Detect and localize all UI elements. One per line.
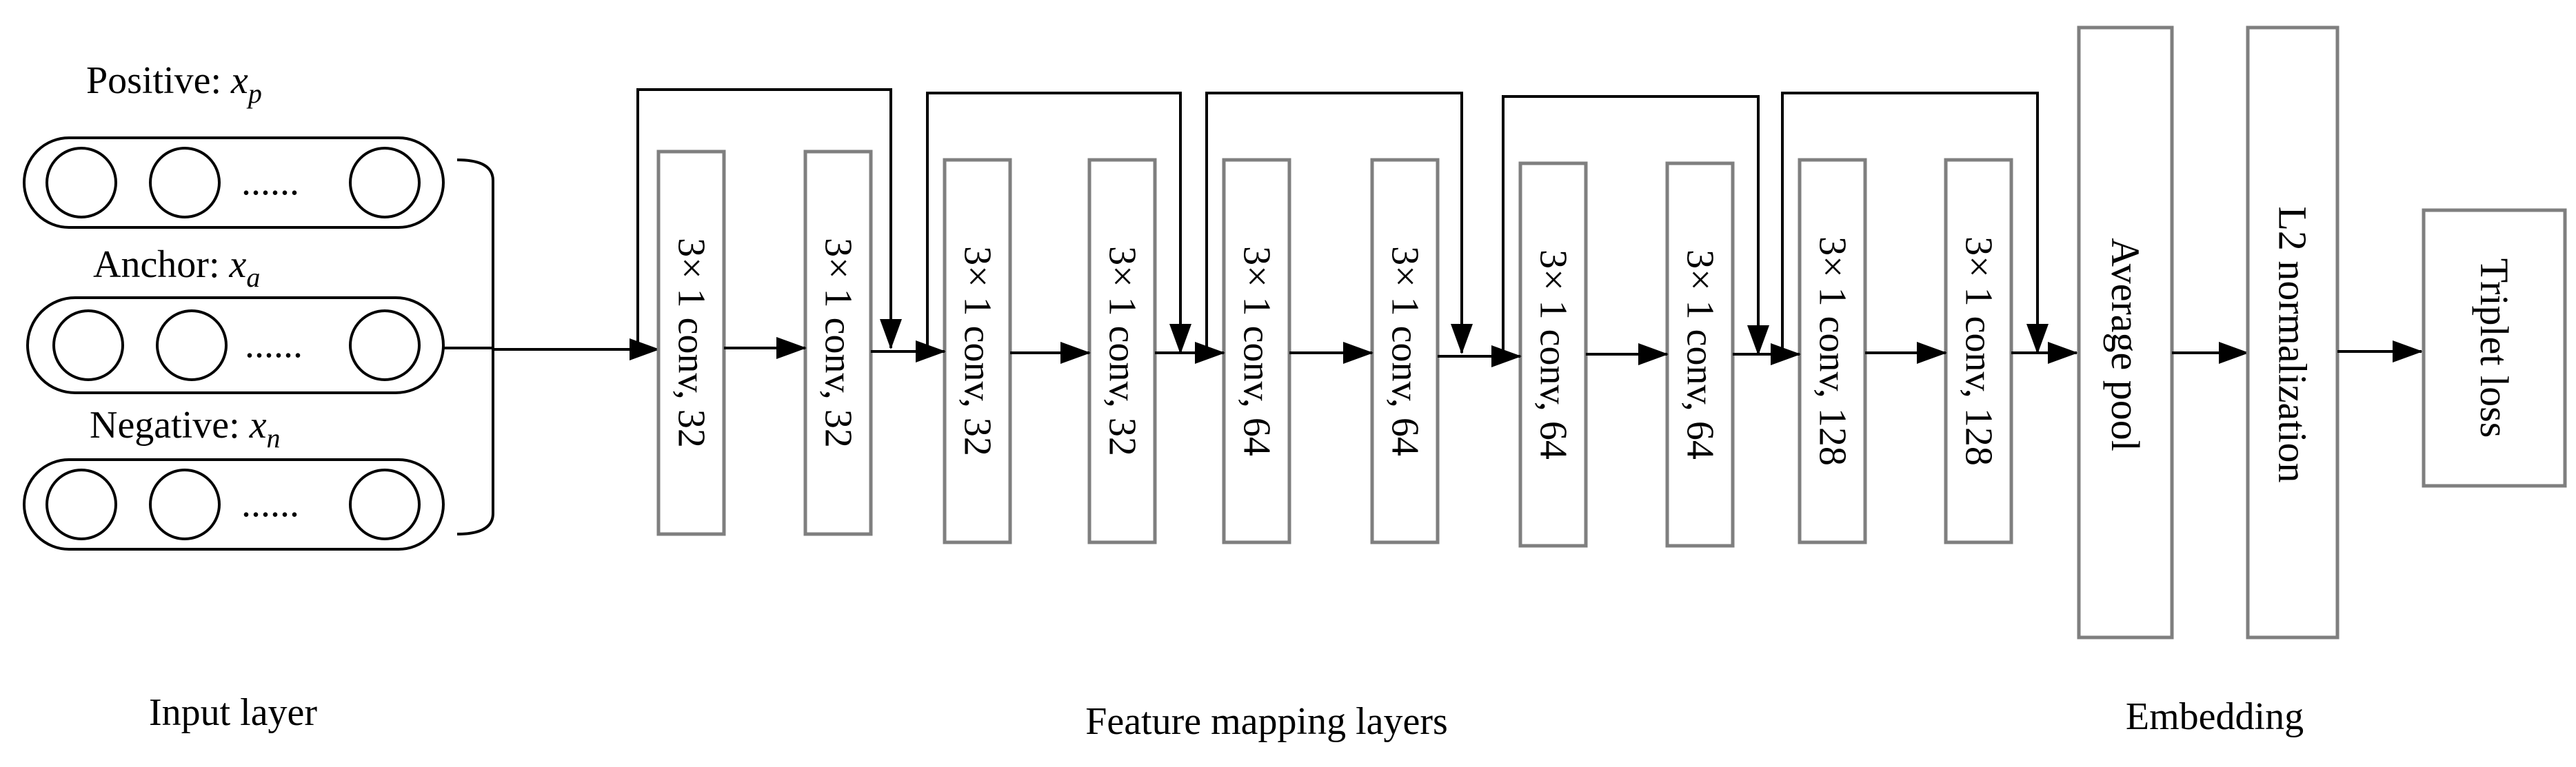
neuron — [156, 309, 228, 381]
ellipsis: ...... — [245, 323, 303, 366]
average-pool-label: Average pool — [2103, 238, 2148, 451]
conv-block-1: 3× 1 conv, 32 — [656, 150, 726, 536]
input-positive: Positive: xp ...... — [23, 59, 445, 229]
input-negative-capsule — [23, 458, 445, 551]
skip-connection-4 — [1502, 95, 1769, 356]
caption-embedding: Embedding — [2126, 695, 2304, 738]
conv-block-7: 3× 1 conv, 64 — [1518, 161, 1588, 548]
ellipsis: ...... — [241, 482, 299, 525]
skip-connection-1 — [636, 88, 902, 349]
conv-block-10: 3× 1 conv, 128 — [1944, 158, 2013, 544]
neuron — [46, 469, 117, 540]
ellipsis: ...... — [241, 161, 299, 203]
conv-block-2: 3× 1 conv, 32 — [803, 150, 873, 536]
caption-input-layer: Input layer — [149, 691, 317, 734]
conv-block-4: 3× 1 conv, 32 — [1087, 158, 1157, 544]
conv-block-3: 3× 1 conv, 32 — [943, 158, 1012, 544]
neuron — [149, 147, 221, 218]
conv-block-8: 3× 1 conv, 64 — [1665, 161, 1735, 548]
conv-label: 3× 1 conv, 32 — [1101, 246, 1144, 456]
neuron — [46, 147, 117, 218]
triplet-loss-label: Triplet loss — [2472, 258, 2517, 438]
conv-label: 3× 1 conv, 64 — [1532, 249, 1575, 460]
input-anchor-capsule — [26, 296, 445, 394]
conv-label: 3× 1 conv, 64 — [1236, 246, 1278, 456]
l2-normalization-label: L2 normalization — [2271, 206, 2315, 482]
conv-label: 3× 1 conv, 128 — [1811, 236, 1854, 466]
neuron — [52, 309, 124, 381]
skip-connection-5 — [1781, 92, 2049, 354]
input-anchor-label: Anchor: xa — [93, 243, 260, 293]
conv-block-5: 3× 1 conv, 64 — [1222, 158, 1291, 544]
skip-connection-3 — [1205, 92, 1473, 354]
feature-mapping-layers: 3× 1 conv, 32 3× 1 conv, 32 3× 1 conv, 3… — [636, 88, 2078, 548]
conv-label: 3× 1 conv, 32 — [817, 238, 860, 448]
input-negative-label: Negative: xn — [90, 404, 281, 453]
input-positive-capsule — [23, 136, 445, 229]
conv-block-6: 3× 1 conv, 64 — [1370, 158, 1440, 544]
neuron — [349, 469, 421, 540]
l2-normalization-block: L2 normalization — [2246, 25, 2339, 640]
neuron — [349, 309, 421, 381]
caption-feature-mapping: Feature mapping layers — [1085, 700, 1448, 743]
input-anchor: Anchor: xa ...... — [26, 243, 445, 394]
conv-block-9: 3× 1 conv, 128 — [1798, 158, 1867, 544]
conv-label: 3× 1 conv, 32 — [670, 238, 713, 448]
conv-label: 3× 1 conv, 64 — [1679, 249, 1722, 460]
neuron — [149, 469, 221, 540]
conv-label: 3× 1 conv, 32 — [956, 246, 999, 456]
neuron — [349, 147, 421, 218]
skip-connection-2 — [926, 92, 1191, 354]
conv-label: 3× 1 conv, 64 — [1384, 246, 1427, 456]
conv-label: 3× 1 conv, 128 — [1958, 236, 2000, 466]
average-pool-block: Average pool — [2077, 25, 2174, 640]
input-positive-label: Positive: xp — [86, 59, 262, 109]
triplet-loss-block: Triplet loss — [2422, 208, 2567, 488]
input-negative: Negative: xn ...... — [23, 404, 445, 551]
